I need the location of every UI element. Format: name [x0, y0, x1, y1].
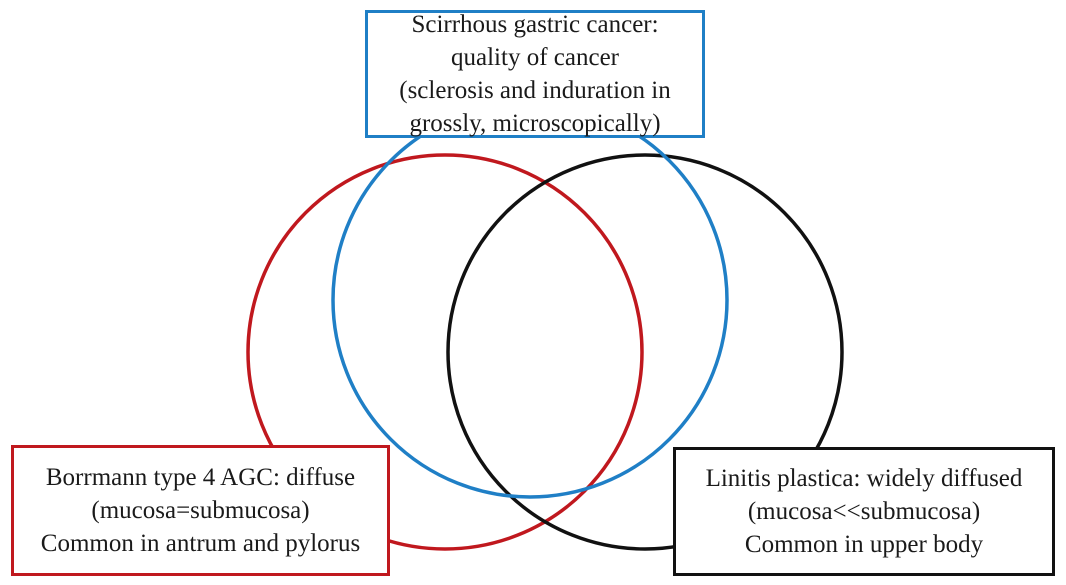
- linitis-title: Linitis plastica: widely diffused: [705, 465, 1023, 492]
- borrmann-circle: [246, 153, 644, 551]
- scirrhous-subtitle: quality of cancer: [451, 44, 619, 71]
- borrmann-label-box: Borrmann type 4 AGC: diffuse (mucosa=sub…: [11, 445, 390, 576]
- scirrhous-title: Scirrhous gastric cancer:: [411, 11, 659, 38]
- linitis-detail: (mucosa<<submucosa): [747, 498, 981, 525]
- linitis-location: Common in upper body: [744, 531, 984, 558]
- scirrhous-detail-2: grossly, microscopically): [409, 110, 661, 137]
- borrmann-location: Common in antrum and pylorus: [40, 530, 361, 557]
- scirrhous-label-box: Scirrhous gastric cancer: quality of can…: [365, 10, 705, 138]
- linitis-circle: [446, 153, 844, 551]
- borrmann-detail: (mucosa=submucosa): [91, 497, 310, 524]
- scirrhous-detail-1: (sclerosis and induration in: [399, 77, 671, 104]
- borrmann-title: Borrmann type 4 AGC: diffuse: [45, 464, 356, 491]
- linitis-label-box: Linitis plastica: widely diffused (mucos…: [673, 447, 1055, 576]
